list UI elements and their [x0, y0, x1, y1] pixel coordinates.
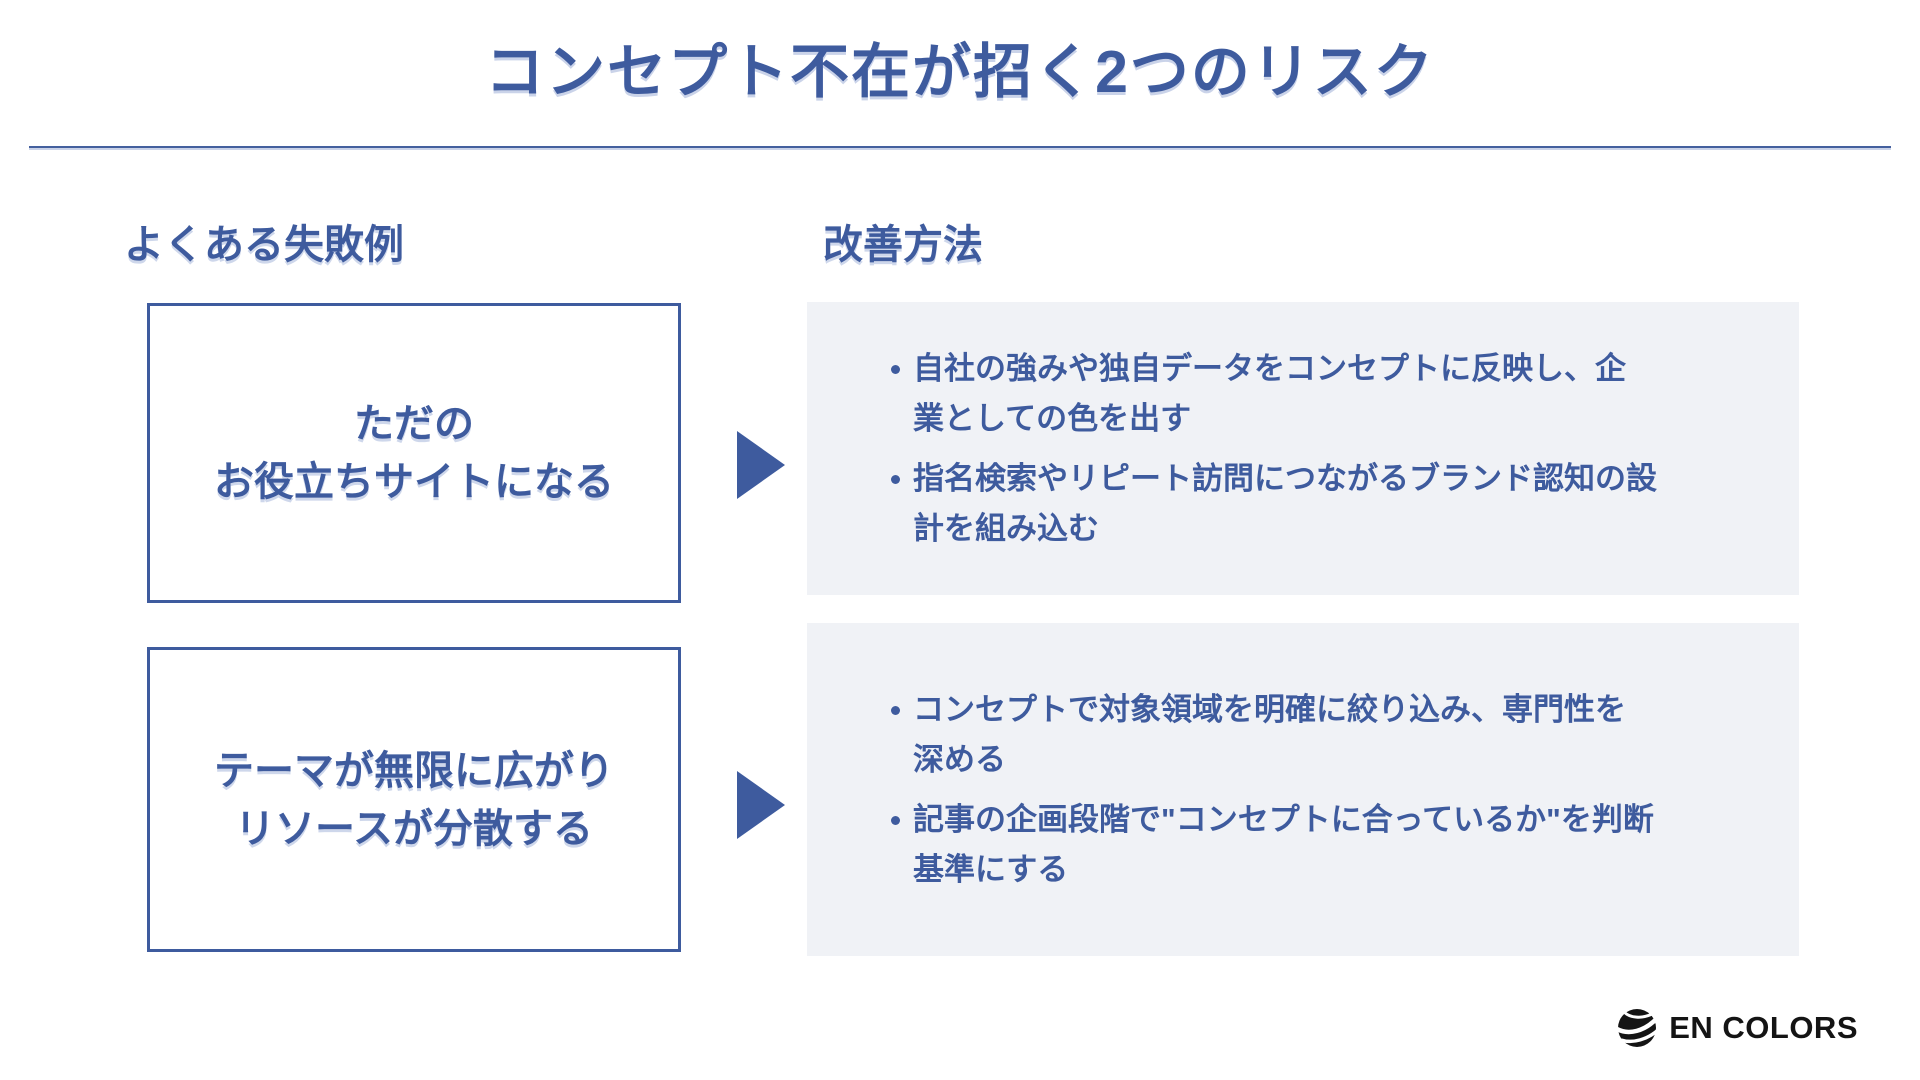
list-item: 記事の企画段階で"コンセプトに合っているか"を判断 基準にする [891, 795, 1743, 895]
page-title: コンセプト不在が招く2つのリスク [485, 39, 1435, 105]
failure-box-1: ただの お役立ちサイトになる [147, 303, 681, 603]
list-item: 自社の強みや独自データをコンセプトに反映し、企 業としての色を出す [891, 344, 1743, 444]
brand-name: EN COLORS [1669, 1010, 1858, 1045]
arrow-right-icon-1 [737, 431, 785, 499]
arrow-right-icon-2 [737, 771, 785, 839]
left-column-header: よくある失敗例 [124, 223, 404, 267]
list-item: 指名検索やリピート訪問につながるブランド認知の設 計を組み込む [891, 454, 1743, 554]
improvement-panel-2: コンセプトで対象領域を明確に絞り込み、専門性を 深める 記事の企画段階で"コンセ… [807, 623, 1799, 956]
improvement-text: 記事の企画段階で"コンセプトに合っているか"を判断 基準にする [913, 801, 1654, 887]
bullet-dot-icon [891, 474, 900, 484]
encolors-globe-icon [1616, 1009, 1660, 1047]
improvement-text: 指名検索やリピート訪問につながるブランド認知の設 計を組み込む [913, 460, 1657, 546]
list-item: コンセプトで対象領域を明確に絞り込み、専門性を 深める [891, 685, 1743, 785]
bullet-dot-icon [891, 705, 900, 715]
brand-logo: EN COLORS [1615, 1006, 1858, 1050]
improvement-text: 自社の強みや独自データをコンセプトに反映し、企 業としての色を出す [913, 350, 1626, 436]
failure-box-1-text: ただの お役立ちサイトになる [214, 402, 614, 504]
title-divider [29, 146, 1891, 148]
improvement-text: コンセプトで対象領域を明確に絞り込み、専門性を 深める [913, 691, 1626, 777]
right-column-header: 改善方法 [823, 223, 983, 267]
improvement-panel-1: 自社の強みや独自データをコンセプトに反映し、企 業としての色を出す 指名検索やリ… [807, 302, 1799, 595]
failure-box-2: テーマが無限に広がり リソースが分散する [147, 647, 681, 952]
failure-box-2-text: テーマが無限に広がり リソースが分散する [214, 748, 614, 851]
bullet-dot-icon [891, 815, 900, 825]
bullet-dot-icon [891, 364, 900, 374]
